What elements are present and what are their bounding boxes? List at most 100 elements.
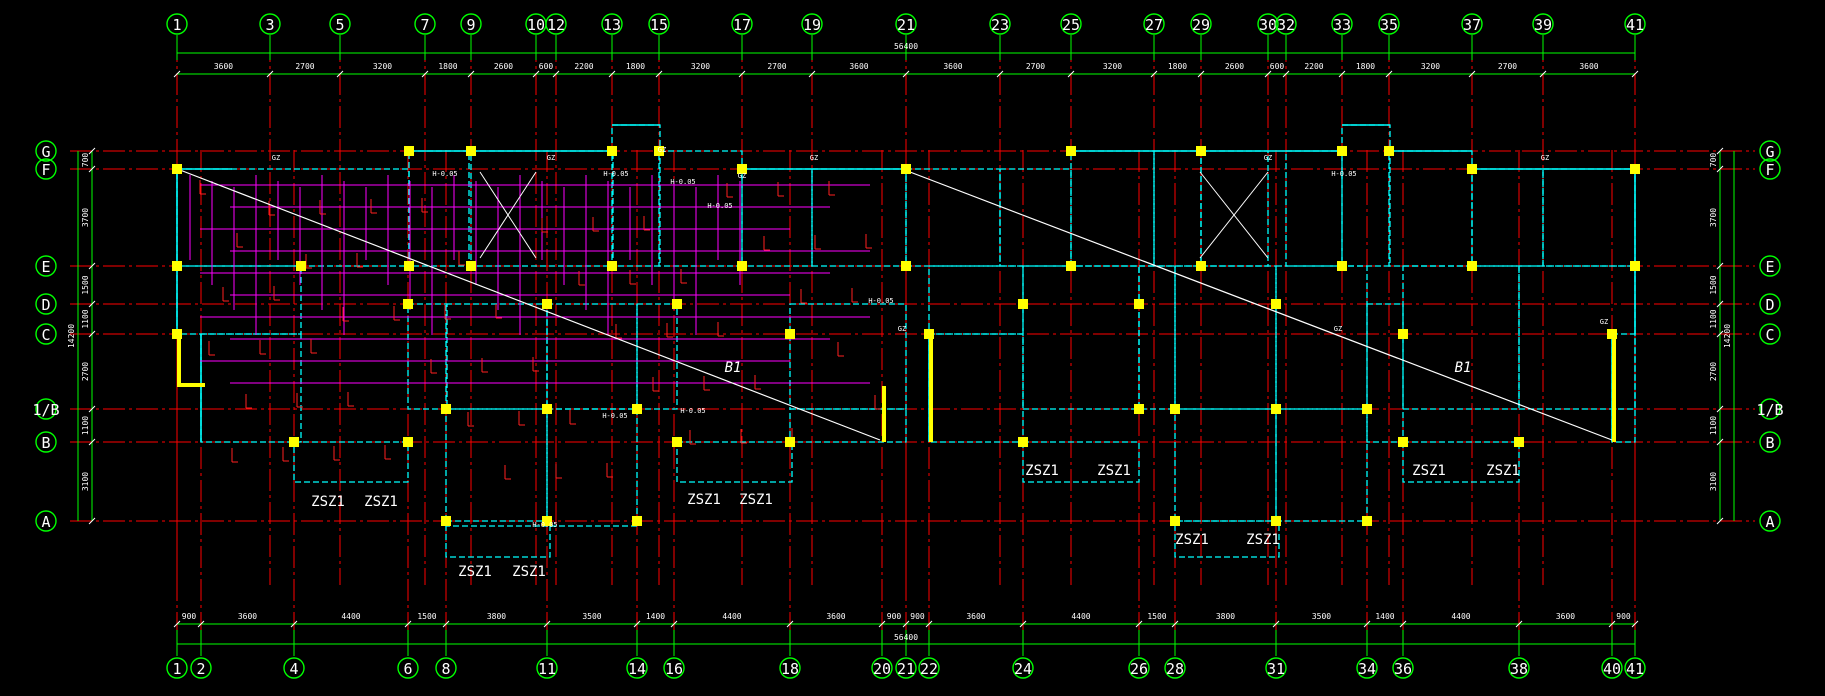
column-20	[901, 261, 911, 271]
axis-bubble-bottom-21-circle	[895, 657, 917, 679]
top-dimension-tick	[266, 70, 274, 78]
top-dimension-tick	[808, 70, 816, 78]
column-5	[737, 164, 747, 174]
h-label-0: H-0.05	[432, 170, 457, 178]
axis-bubble-left-1/B-circle	[35, 398, 57, 420]
axis-bubble-top-21: 21	[895, 13, 917, 35]
beam-outline-41	[1402, 265, 1520, 410]
gz-label-8: GZ	[1600, 318, 1608, 326]
axis-bubble-bottom-16-circle	[663, 657, 685, 679]
axis-bubble-right-C-label: C	[1765, 326, 1774, 344]
axis-bubble-top-13-circle	[601, 13, 623, 35]
top-dimension-text: 2700	[295, 62, 314, 71]
axis-bubble-left-B-label: B	[41, 434, 50, 452]
axis-bubble-bottom-26-label: 26	[1130, 660, 1148, 678]
beam-outline-19	[789, 408, 907, 443]
column-49	[1514, 437, 1524, 447]
gz-label-4: GZ	[810, 154, 818, 162]
gz-label-6: GZ	[1264, 154, 1272, 162]
axis-bubble-bottom-26-circle	[1128, 657, 1150, 679]
axis-bubble-left-A: A	[35, 510, 57, 532]
top-dimension-tick	[608, 70, 616, 78]
beam-outline-23	[1153, 150, 1202, 267]
axis-bubble-bottom-6-label: 6	[403, 660, 412, 678]
axis-bubble-top-23-circle	[989, 13, 1011, 35]
beam-outline-28	[1471, 168, 1544, 267]
top-dimension-total: 56400	[894, 42, 918, 51]
bottom-dimension-text: 1400	[1375, 612, 1394, 621]
axis-bubble-top-25-circle	[1060, 13, 1082, 35]
bottom-dimension-tick	[786, 620, 794, 628]
top-dimension-text: 3600	[943, 62, 962, 71]
axis-bubble-bottom-38-label: 38	[1510, 660, 1528, 678]
bottom-dimension-tick	[1608, 620, 1616, 628]
top-dimension-text: 3600	[849, 62, 868, 71]
axis-bubble-top-29-circle	[1190, 13, 1212, 35]
beam-outline-7	[176, 265, 302, 335]
left-dimension-text: 1100	[81, 416, 90, 435]
h-label-2: H-0.05	[670, 178, 695, 186]
left-dimension-tick	[88, 147, 96, 155]
axis-bubble-bottom-2-label: 2	[196, 660, 205, 678]
beam-outline-38	[1275, 408, 1368, 522]
axis-bubble-top-12: 12	[545, 13, 567, 35]
beam-outline-40	[1366, 303, 1404, 443]
axis-bubble-left-D-label: D	[41, 296, 50, 314]
axis-bubble-bottom-14-label: 14	[628, 660, 646, 678]
axis-bubble-right-E-label: E	[1765, 258, 1774, 276]
bottom-dimension-text: 900	[1616, 612, 1631, 621]
zsz-label-3: ZSZ1	[739, 492, 773, 508]
column-26	[403, 299, 413, 309]
corner-wall-1	[177, 383, 205, 387]
column-40	[632, 404, 642, 414]
right-dimension-text: 700	[1709, 153, 1718, 168]
axis-bubble-top-21-circle	[895, 13, 917, 35]
axis-bubble-left-G: G	[35, 140, 57, 162]
column-17	[466, 261, 476, 271]
h-label-3: H-0.05	[707, 202, 732, 210]
axis-bubble-top-23: 23	[989, 13, 1011, 35]
axis-bubble-top-12-label: 12	[547, 16, 565, 34]
axis-bubble-top-9: 9	[460, 13, 482, 35]
bottom-dimension-text: 1500	[417, 612, 436, 621]
axis-bubble-right-F: F	[1759, 158, 1781, 180]
axis-bubble-top-15-circle	[648, 13, 670, 35]
axis-bubble-top-41-circle	[1624, 13, 1646, 35]
beam-outline-24	[1200, 150, 1269, 267]
axis-bubble-bottom-2-circle	[190, 657, 212, 679]
gz-label-9: GZ	[1334, 325, 1342, 333]
axis-bubble-bottom-20-circle	[871, 657, 893, 679]
top-dimension-tick	[1067, 70, 1075, 78]
column-8	[1196, 146, 1206, 156]
axis-bubble-top-15: 15	[648, 13, 670, 35]
corner-wall-2	[882, 386, 886, 442]
top-dimension-tick	[552, 70, 560, 78]
axis-bubble-right-A-circle	[1759, 510, 1781, 532]
beam-outline-18	[789, 303, 907, 410]
axis-bubble-bottom-24: 24	[1012, 657, 1034, 679]
axis-bubble-top-19: 19	[801, 13, 823, 35]
column-51	[542, 516, 552, 526]
axis-bubble-left-1/B-label: 1/B	[32, 401, 59, 419]
axis-bubble-left-E-circle	[35, 255, 57, 277]
bottom-dimension-text: 1400	[646, 612, 665, 621]
right-dimension-text: 3700	[1709, 208, 1718, 227]
top-dimension-text: 3200	[1421, 62, 1440, 71]
beam-outline-9	[293, 441, 409, 483]
axis-bubble-top-35-label: 35	[1380, 16, 1398, 34]
beam-outline-20	[905, 168, 1001, 267]
axis-bubble-top-37-label: 37	[1463, 16, 1481, 34]
axis-bubble-top-9-circle	[460, 13, 482, 35]
column-10	[1384, 146, 1394, 156]
axis-bubble-top-27-label: 27	[1145, 16, 1163, 34]
axis-bubble-bottom-22: 22	[918, 657, 940, 679]
axis-bubble-top-33: 33	[1331, 13, 1353, 35]
axis-bubble-top-1-label: 1	[172, 16, 181, 34]
right-dimension-text: 1100	[1709, 309, 1718, 328]
bottom-dimension-tick	[1135, 620, 1143, 628]
beam-outline-3	[611, 124, 661, 267]
gz-label-0: GZ	[272, 154, 280, 162]
axis-bubble-bottom-21-label: 21	[897, 660, 915, 678]
axis-bubble-top-7-label: 7	[420, 16, 429, 34]
